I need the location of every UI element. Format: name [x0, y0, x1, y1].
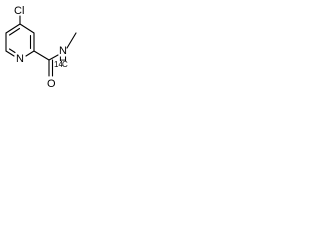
ring-bond-c2-n1: [25, 50, 35, 57]
ring-bond-c5-c4-inner: [8, 27, 21, 36]
isotope-label-mask: [54, 61, 68, 71]
ring-bond-c4-c3: [19, 23, 35, 34]
chemical-structure: Cl N O N H 14 C: [5, 5, 77, 90]
ring-bond-n1-c6-inner: [8, 48, 16, 54]
amide-oxygen-label: O: [47, 78, 56, 90]
chlorine-label: Cl: [14, 5, 24, 17]
bond-nitrogen-methyl: [66, 32, 77, 49]
bond-carbonyl-nitrogen: [48, 54, 59, 61]
ring-bond-n1-c6: [5, 50, 15, 57]
bond-c2-carbonyl: [33, 50, 50, 61]
ring-bond-c5-c4: [5, 23, 21, 34]
isotope-mass-label: 14: [54, 60, 63, 69]
pyridine-ring: [5, 23, 35, 57]
amide-hydrogen-label: H: [59, 55, 67, 67]
ring-nitrogen-label: N: [16, 53, 24, 65]
isotope-carbon-label: C: [62, 60, 68, 69]
amide-nitrogen-label: N: [59, 45, 67, 57]
